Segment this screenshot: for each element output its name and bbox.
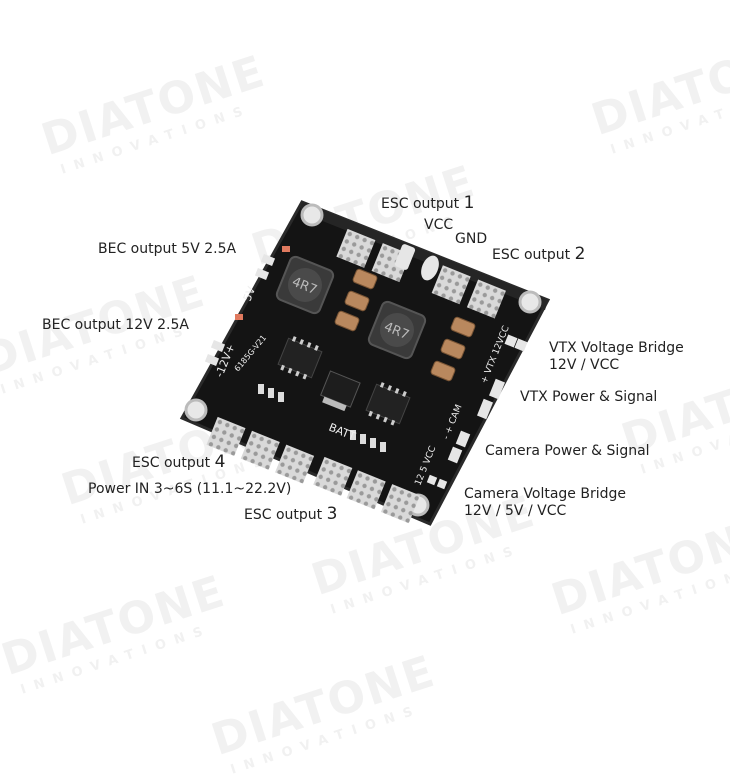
esc-pad-group <box>206 228 506 524</box>
gnd-pad <box>421 255 439 281</box>
bridge-pads <box>204 254 528 490</box>
inductor: 4R7 <box>367 300 427 360</box>
smd-resistors <box>258 384 386 452</box>
label-esc-output-1: ESC output 1 <box>381 193 475 213</box>
voltage-regulator <box>320 370 361 412</box>
silk-5v: 5V <box>241 284 259 303</box>
vcc-pad <box>394 244 416 270</box>
label-bec-12v: BEC output 12V 2.5A <box>42 317 189 333</box>
led-5v <box>282 246 290 252</box>
label-camera-power-signal: Camera Power & Signal <box>485 443 650 459</box>
label-vtx-power-signal: VTX Power & Signal <box>520 389 658 405</box>
label-vcc: VCC <box>424 217 454 233</box>
ic-chip <box>277 336 323 380</box>
label-esc-output-2: ESC output 2 <box>492 244 586 264</box>
label-esc-output-4: ESC output 4 <box>132 452 226 472</box>
capacitor <box>334 268 476 382</box>
label-gnd: GND <box>455 231 488 247</box>
inductor: 4R7 <box>275 255 335 315</box>
led-12v <box>235 314 243 320</box>
ic-chip <box>365 382 411 426</box>
label-power-in: Power IN 3~6S (11.1~22.2V) <box>88 481 292 497</box>
label-bec-5v: BEC output 5V 2.5A <box>98 241 237 257</box>
pdb-board-photo: 4R7 4R7 <box>179 200 551 526</box>
label-esc-output-3: ESC output 3 <box>244 504 338 524</box>
